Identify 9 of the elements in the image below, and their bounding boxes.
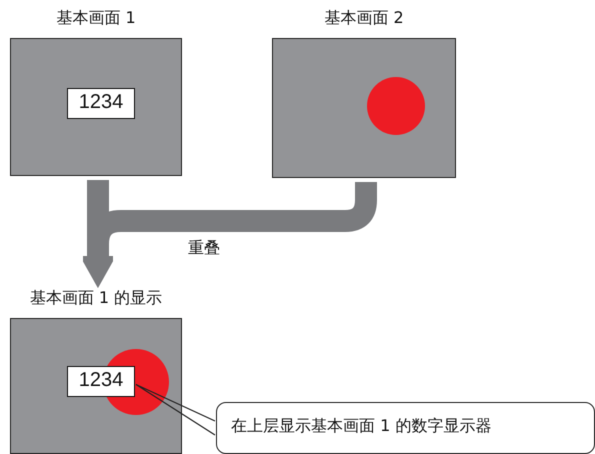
numeric-display: 1234	[67, 366, 135, 397]
leader-line	[135, 384, 216, 436]
screen-title: 基本画面 1 的显示	[28, 288, 164, 308]
screen-title: 基本画面 2	[323, 8, 405, 28]
edge-label: 重叠	[188, 238, 220, 258]
callout-text: 在上层显示基本画面 1 的数字显示器	[216, 402, 595, 454]
screen-title: 基本画面 1	[55, 8, 137, 28]
numeric-display: 1234	[67, 88, 135, 119]
arrow	[80, 182, 377, 288]
